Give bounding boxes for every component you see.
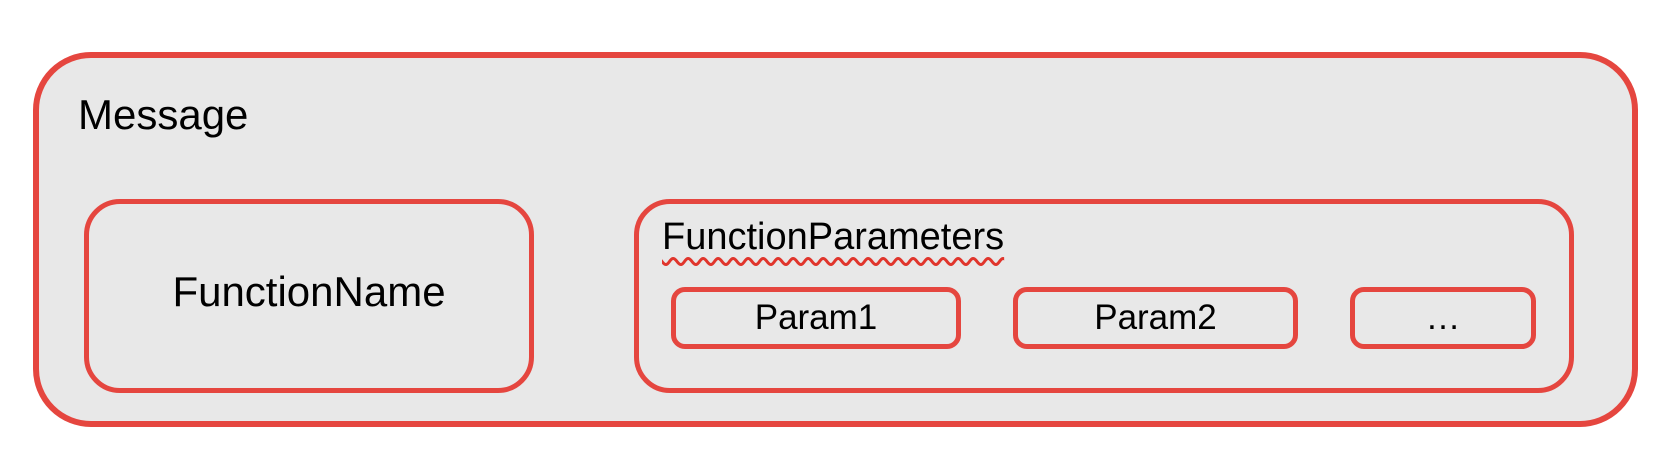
function-parameters-box: FunctionParameters Param1 Param2 … — [634, 199, 1574, 393]
param-ellipsis-label: … — [1425, 298, 1461, 337]
function-parameters-label: FunctionParameters — [662, 216, 1005, 258]
param2-box: Param2 — [1013, 287, 1298, 349]
message-label: Message — [78, 91, 249, 138]
param-ellipsis-box: … — [1350, 287, 1536, 349]
function-name-box: FunctionName — [84, 199, 534, 393]
param1-label: Param1 — [754, 298, 878, 337]
message-container: Message FunctionName FunctionParameters … — [33, 52, 1638, 427]
param-row: Param1 Param2 … — [671, 287, 1536, 349]
function-name-label: FunctionName — [172, 268, 446, 315]
param1-box: Param1 — [671, 287, 961, 349]
param2-label: Param2 — [1094, 298, 1217, 337]
